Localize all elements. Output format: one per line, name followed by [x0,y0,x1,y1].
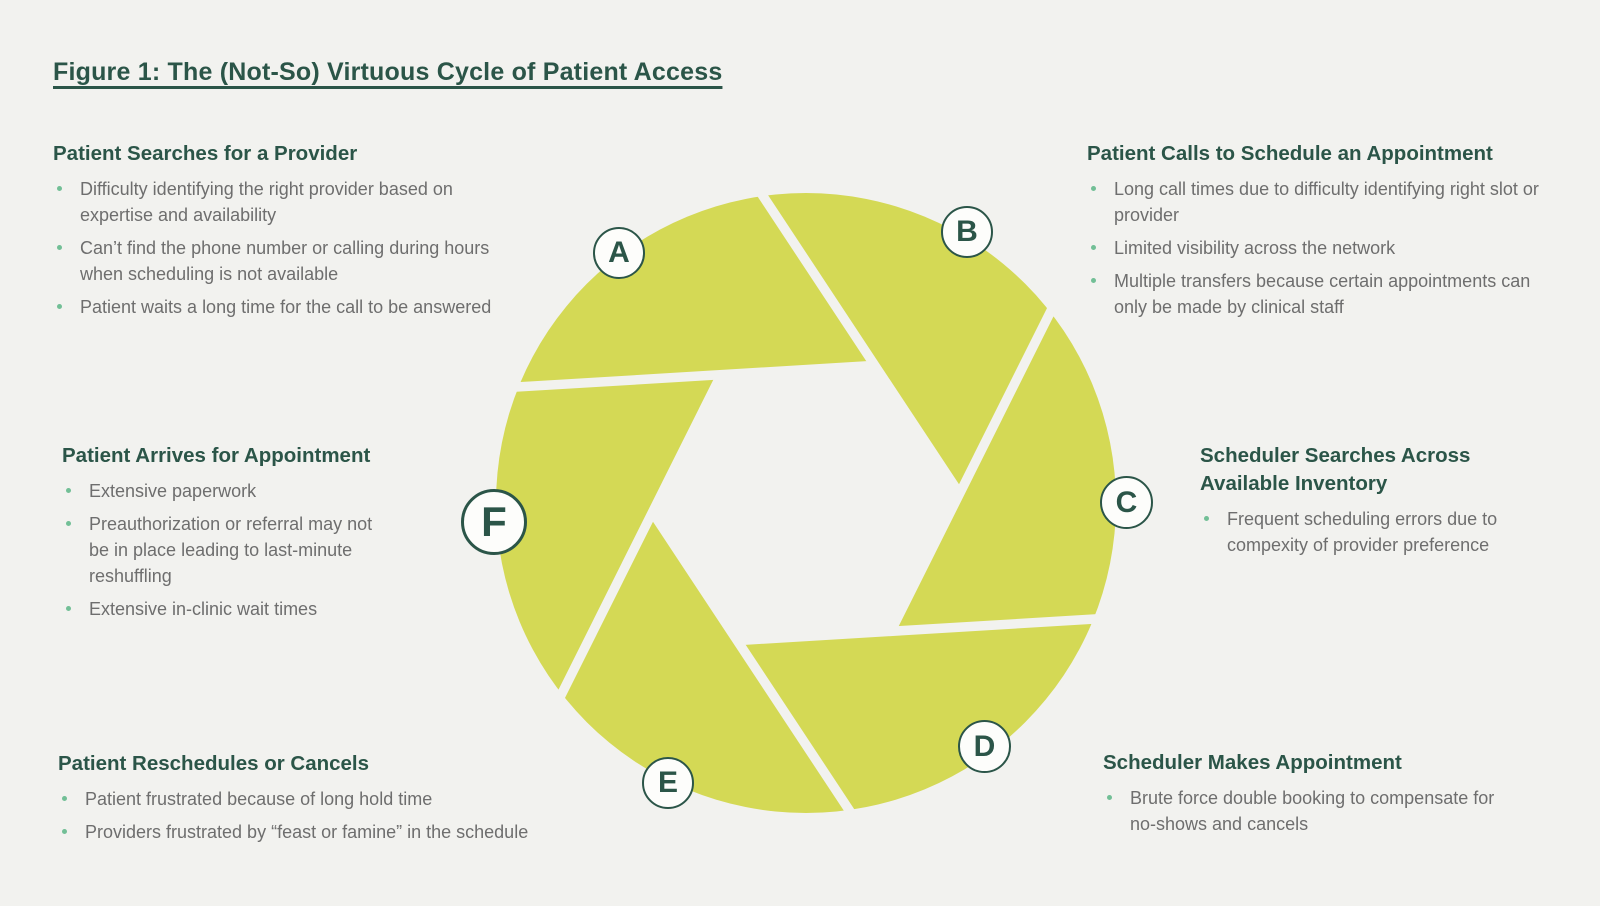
aperture-hole [653,365,959,641]
bullet-item: Difficulty identifying the right provide… [53,176,510,228]
step-f-block: Patient Arrives for Appointment Extensiv… [62,442,392,629]
step-a-badge: A [593,227,645,279]
step-e-block: Patient Reschedules or Cancels Patient f… [58,750,638,852]
step-d-heading: Scheduler Makes Appointment [1103,751,1402,774]
bullet-text: Extensive in-clinic wait times [89,599,318,619]
bullet-text: Preauthorization or referral may not be … [89,514,373,586]
step-d-badge-letter: D [973,729,996,763]
step-e-bullets: Patient frustrated because of long hold … [58,786,638,845]
bullet-dot-icon [66,488,71,493]
bullet-dot-icon [57,186,62,191]
bullet-dot-icon [1107,795,1112,800]
step-a-bullets: Difficulty identifying the right provide… [53,176,510,320]
bullet-item: Frequent scheduling errors due to compex… [1200,506,1550,558]
bullet-dot-icon [57,304,62,309]
bullet-text: Patient waits a long time for the call t… [80,297,492,317]
step-e-badge-letter: E [657,766,678,799]
step-f-badge-letter: F [481,498,507,545]
bullet-item: Extensive in-clinic wait times [62,596,392,622]
aperture-gap-line [887,293,1063,632]
step-e-heading: Patient Reschedules or Cancels [58,752,370,775]
bullet-dot-icon [57,245,62,250]
step-c-block: Scheduler Searches Across Available Inve… [1200,442,1550,565]
step-d-bullets: Brute force double booking to compensate… [1103,785,1503,837]
step-a-heading: Patient Searches for a Provider [53,142,358,165]
step-b-badge: B [941,206,993,258]
step-c-badge-letter: C [1115,485,1138,519]
aperture-gap-line [500,360,874,393]
bullet-dot-icon [62,796,67,801]
bullet-text: Difficulty identifying the right provide… [80,179,453,225]
step-c-bullets: Frequent scheduling errors due to compex… [1200,506,1550,558]
bullet-item: Patient waits a long time for the call t… [53,294,510,320]
bullet-text: Extensive paperwork [89,481,257,501]
bullet-text: Providers frustrated by “feast or famine… [85,822,529,842]
bullet-item: Patient frustrated because of long hold … [58,786,638,812]
bullet-text: Long call times due to difficulty identi… [1114,179,1539,225]
step-b-block: Patient Calls to Schedule an Appointment… [1087,140,1555,327]
bullet-dot-icon [1091,186,1096,191]
bullet-dot-icon [1204,516,1209,521]
step-c-heading: Scheduler Searches Across Available Inve… [1200,444,1471,495]
figure-title: Figure 1: The (Not-So) Virtuous Cycle of… [53,58,723,86]
step-a-badge-letter: A [608,236,630,269]
bullet-item: Multiple transfers because certain appoi… [1087,268,1555,320]
bullet-text: Brute force double booking to compensate… [1130,788,1495,834]
bullet-dot-icon [1091,245,1096,250]
step-c-badge: C [1100,476,1153,529]
bullet-item: Long call times due to difficulty identi… [1087,176,1555,228]
aperture-gap-line [649,511,863,828]
aperture-gap-line [738,613,1112,646]
step-b-bullets: Long call times due to difficulty identi… [1087,176,1555,320]
bullet-item: Limited visibility across the network [1087,235,1555,261]
aperture-gap-line [549,374,725,713]
bullet-item: Brute force double booking to compensate… [1103,785,1503,837]
bullet-dot-icon [1091,278,1096,283]
bullet-item: Providers frustrated by “feast or famine… [58,819,638,845]
bullet-item: Extensive paperwork [62,478,392,504]
bullet-item: Can’t find the phone number or calling d… [53,235,510,287]
step-f-heading: Patient Arrives for Appointment [62,444,371,467]
aperture-gap-line [749,178,963,495]
bullet-text: Can’t find the phone number or calling d… [80,238,490,284]
step-d-block: Scheduler Makes Appointment Brute force … [1103,749,1503,844]
bullet-item: Preauthorization or referral may not be … [62,511,392,589]
step-b-heading: Patient Calls to Schedule an Appointment [1087,142,1493,165]
bullet-text: Patient frustrated because of long hold … [85,789,433,809]
step-f-bullets: Extensive paperwork Preauthorization or … [62,478,392,622]
bullet-text: Frequent scheduling errors due to compex… [1227,509,1498,555]
bullet-text: Limited visibility across the network [1114,238,1396,258]
step-a-block: Patient Searches for a Provider Difficul… [53,140,510,327]
step-e-badge: E [642,757,694,809]
bullet-text: Multiple transfers because certain appoi… [1114,271,1531,317]
step-f-badge: F [461,489,527,555]
step-b-badge-letter: B [956,215,978,248]
bullet-dot-icon [66,521,71,526]
bullet-dot-icon [62,829,67,834]
step-d-badge: D [958,720,1011,773]
bullet-dot-icon [66,606,71,611]
